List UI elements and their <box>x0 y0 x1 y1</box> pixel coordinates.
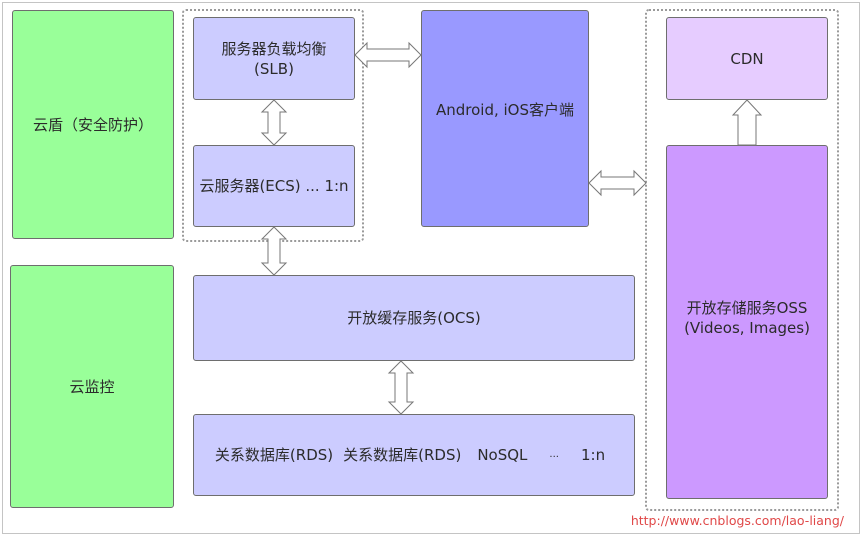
ocs-box: 开放缓存服务(OCS) <box>193 275 635 361</box>
slb-label: 服务器负载均衡 (SLB) <box>221 39 327 78</box>
client-label: Android, iOS客户端 <box>435 100 575 119</box>
oss-to-cdn-arrow <box>731 99 763 146</box>
storage-group-boundary <box>645 9 839 511</box>
yundun-label: 云盾（安全防护） <box>32 115 153 134</box>
oss-label: 开放存储服务OSS (Videos, Images) <box>684 299 810 337</box>
cdn-box: CDN <box>666 17 828 100</box>
database-item-ellipsis: ... <box>549 449 559 460</box>
oss-box: 开放存储服务OSS (Videos, Images) <box>666 145 828 499</box>
slb-box: 服务器负载均衡 (SLB) <box>193 17 355 100</box>
database-item-ratio: 1:n <box>580 446 606 464</box>
cdn-label: CDN <box>730 49 764 68</box>
slb-ecs-double-arrow <box>260 99 288 146</box>
ecs-box: 云服务器(ECS) ... 1:n <box>193 145 355 227</box>
cloud-monitor-label: 云监控 <box>69 377 115 396</box>
cloud-monitor-box: 云监控 <box>10 265 174 508</box>
yundun-security-box: 云盾（安全防护） <box>12 10 174 239</box>
client-storage-double-arrow <box>588 169 647 197</box>
database-item-nosql: NoSQL <box>477 446 528 464</box>
database-item-rds-1: 关系数据库(RDS) <box>214 446 334 464</box>
ocs-label: 开放缓存服务(OCS) <box>347 309 481 327</box>
ocs-database-double-arrow <box>387 360 415 415</box>
slb-client-double-arrow <box>354 41 422 69</box>
database-box: 关系数据库(RDS) 关系数据库(RDS) NoSQL ... 1:n <box>193 414 635 496</box>
ecs-label: 云服务器(ECS) ... 1:n <box>199 177 349 195</box>
client-box: Android, iOS客户端 <box>421 10 589 227</box>
database-item-rds-2: 关系数据库(RDS) <box>343 446 462 464</box>
ecs-ocs-double-arrow <box>260 226 288 276</box>
watermark-url: http://www.cnblogs.com/lao-liang/ <box>630 513 844 528</box>
